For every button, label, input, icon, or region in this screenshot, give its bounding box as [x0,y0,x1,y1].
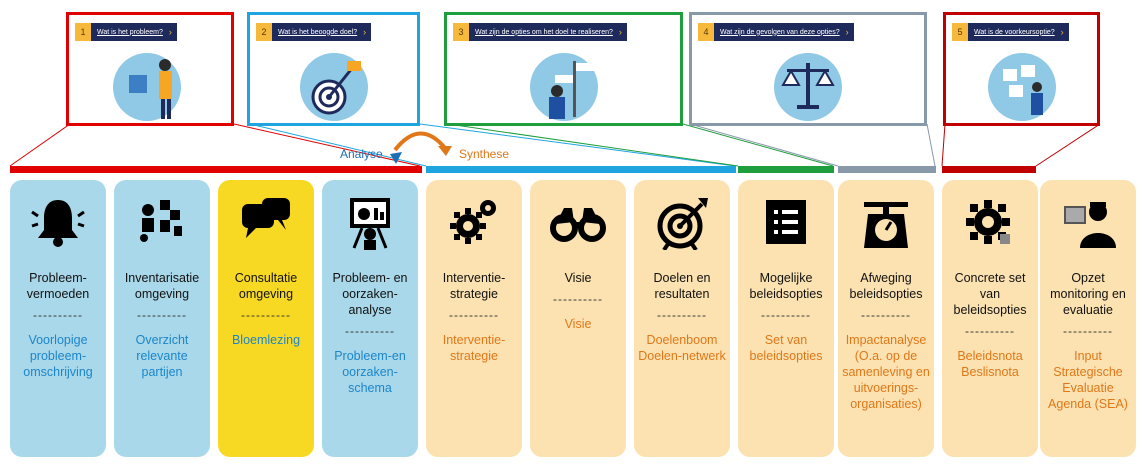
target-icon [657,198,708,250]
scales-illustration-icon [774,53,842,121]
chevron-right-icon: › [618,27,622,37]
chevron-right-icon: › [363,27,367,37]
thumbnail-number: 4 [698,23,714,41]
step-title: Doelen en resultaten [653,271,711,301]
gears-icon [450,200,496,244]
step-title: Probleem-vermoeden [26,271,90,301]
thumbnail-question: Wat zijn de opties om het doel te realis… [475,28,613,36]
step-divider: ---------- [553,292,603,306]
chevron-right-icon: › [845,27,849,37]
step-card: Probleem- en oorzaken-analyse ---------- P… [322,180,418,457]
thumbnail-question: Wat is de voorkeursoptie? [974,28,1055,36]
step-output: Input Strategische Evaluatie Agenda (SEA… [1048,349,1128,411]
thumbnail-question-bar: 2 Wat is het beoogde doel? › [256,23,372,41]
thumbnail-gevolgen[interactable]: 4 Wat zijn de gevolgen van deze opties? … [689,12,927,126]
analyse-label: Analyse [340,147,383,161]
presentation-easel-icon [350,198,390,250]
step-output: Impactanalyse (O.a. op de samenleving en… [842,333,930,411]
step-title: Opzet monitoring en evaluatie [1050,271,1126,317]
monitoring-person-icon [1064,202,1116,248]
bell-icon [31,200,85,247]
scale-icon [864,202,908,248]
step-card: Opzet monitoring en evaluatie ---------- I… [1040,180,1136,457]
thumbnail-number: 5 [952,23,968,41]
step-divider: ---------- [965,324,1015,338]
step-title: Mogelijke beleidsopties [749,271,823,301]
step-card: Concrete set van beleidsopties ----------… [942,180,1038,457]
step-card: Probleem-vermoeden ---------- Voorlopige p… [10,180,106,457]
thumbnail-question: Wat is het beoogde doel? [278,28,358,36]
step-card: Consultatie omgeving ---------- Bloemlezin… [218,180,314,457]
thumbnail-question-bar: 5 Wat is de voorkeursoptie? › [952,23,1069,41]
step-output: Doelenboom Doelen-netwerk [638,333,726,363]
thumbnail-number: 3 [453,23,469,41]
step-title: Consultatie omgeving [234,271,298,301]
step-divider: ---------- [1063,324,1113,338]
synthese-label: Synthese [459,147,510,161]
thumbnail-question: Wat zijn de gevolgen van deze opties? [720,28,840,36]
step-divider: ---------- [761,308,811,322]
step-card: Mogelijke beleidsopties ---------- Set van… [738,180,834,457]
chevron-right-icon: › [168,27,172,37]
step-divider: ---------- [33,308,83,322]
thumbnail-doel[interactable]: 2 Wat is het beoogde doel? › [247,12,420,126]
step-title: Inventarisatie omgeving [124,271,200,301]
step-title: Concrete set van beleidsopties [953,271,1027,317]
step-output: Beleidsnota Beslisnota [957,349,1023,379]
step-output: Overzicht relevante partijen [135,333,189,379]
thumbnail-question-bar: 3 Wat zijn de opties om het doel te real… [453,23,627,41]
signpost-person-illustration-icon [529,53,598,121]
speech-bubbles-icon [242,198,290,238]
person-board-illustration-icon [987,53,1056,121]
thumbnail-question: Wat is het probleem? [97,28,163,36]
step-output: Interventie-strategie [442,333,506,363]
step-title: Interventie-strategie [442,271,506,301]
phase-bar-opties [738,166,834,173]
step-divider: ---------- [345,324,395,338]
phase-bar-voorkeur [942,166,1036,173]
step-card: Doelen en resultaten ---------- Doelenboom… [634,180,730,457]
step-divider: ---------- [241,308,291,322]
target-hand-illustration-icon [299,53,368,121]
step-title: Afweging beleidsopties [849,271,923,301]
step-card: Interventie-strategie ---------- Intervent… [426,180,522,457]
gear-icon [966,200,1010,244]
list-icon [766,200,806,244]
step-divider: ---------- [137,308,187,322]
step-card: Inventarisatie omgeving ---------- Overzic… [114,180,210,457]
step-divider: ---------- [449,308,499,322]
chevron-right-icon: › [1060,27,1064,37]
thumbnail-probleem[interactable]: 1 Wat is het probleem? › [66,12,234,126]
step-card: Afweging beleidsopties ---------- Impactan… [838,180,934,457]
phase-bar-gevolgen [838,166,936,173]
step-output: Visie [564,317,592,331]
thumbnail-number: 2 [256,23,272,41]
thumbnail-voorkeursoptie[interactable]: 5 Wat is de voorkeursoptie? › [943,12,1100,126]
step-title: Probleem- en oorzaken-analyse [332,271,408,317]
step-divider: ---------- [657,308,707,322]
phase-bar-doel [426,166,736,173]
thumbnail-opties[interactable]: 3 Wat zijn de opties om het doel te real… [444,12,683,126]
thumbnail-question-bar: 4 Wat zijn de gevolgen van deze opties? … [698,23,854,41]
step-output: Probleem-en oorzaken-schema [334,349,406,395]
puzzle-person-illustration-icon [113,53,181,121]
step-card: Visie ---------- Visie [530,180,626,457]
step-divider: ---------- [861,308,911,322]
step-title: Visie [564,271,592,285]
binoculars-icon [550,208,606,242]
phase-bar-probleem [10,166,422,173]
step-output: Bloemlezing [231,333,301,347]
thumbnail-question-bar: 1 Wat is het probleem? › [75,23,177,41]
step-output: Set van beleidsopties [749,333,823,363]
people-icon [140,200,182,242]
thumbnail-number: 1 [75,23,91,41]
step-output: Voorlopige probleem-omschrijving [23,333,93,379]
